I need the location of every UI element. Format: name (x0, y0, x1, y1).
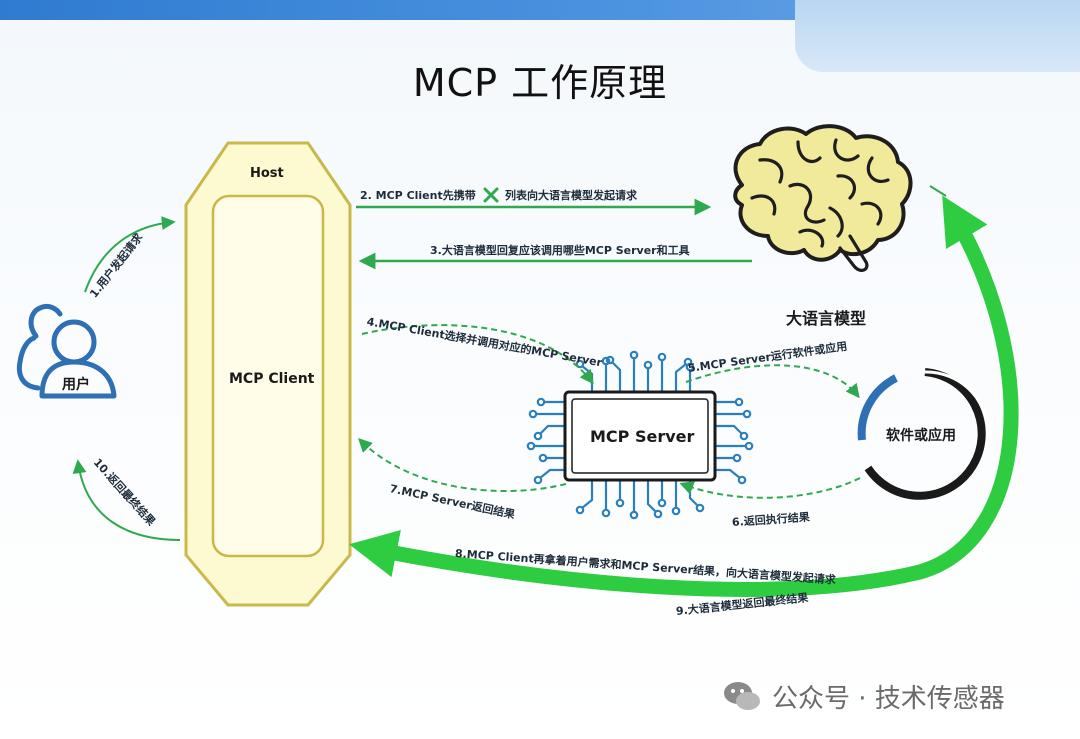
mcp-server-label: MCP Server (590, 427, 695, 446)
watermark-text: 公众号 · 技术传感器 (772, 683, 1005, 714)
corner-panel (795, 0, 1080, 72)
wechat-icon (724, 682, 760, 710)
brain-icon (733, 124, 913, 272)
mcp-client-label: MCP Client (229, 371, 315, 387)
app-label: 软件或应用 (886, 428, 956, 444)
step2-label-a: 2. MCP Client先携带 (360, 189, 476, 202)
user-label: 用户 (62, 377, 90, 393)
tools-icon (483, 187, 499, 203)
arrow-step1 (84, 216, 176, 293)
big-arrow-tail (929, 185, 947, 197)
big-arrow-steps-8-9 (349, 195, 1019, 597)
watermark: 公众号 · 技术传感器 (722, 676, 1005, 716)
host-label: Host (250, 166, 284, 181)
diagram-title: MCP 工作原理 (412, 61, 668, 105)
host-container (184, 141, 352, 607)
step3-label: 3.大语言模型回复应该调用哪些MCP Server和工具 (430, 244, 690, 257)
step2-label-b: 列表向大语言模型发起请求 (505, 189, 637, 202)
user-icon (16, 303, 117, 399)
llm-label: 大语言模型 (786, 309, 867, 328)
arrow-step10 (72, 459, 181, 541)
